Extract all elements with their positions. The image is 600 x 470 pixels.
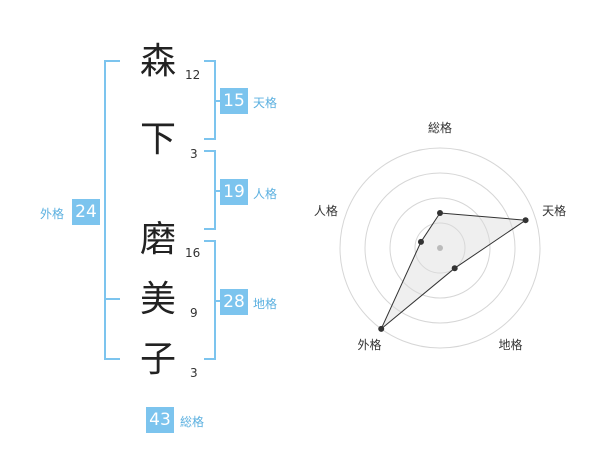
radar-points [378,210,529,332]
radar-ring [364,172,516,324]
stroke-count-3: 16 [185,246,201,260]
radar-ring [414,222,466,274]
radar-polygon [380,212,528,330]
radar-axis-label: 外格 [357,337,381,352]
chikaku-bracket [204,240,216,360]
radar-center-dot [437,245,443,251]
jinkaku-tick [216,190,222,192]
gaikaku-bracket-top [104,60,120,300]
radar-point-1 [437,210,443,216]
radar-point-2 [522,217,529,224]
stroke-count-2: 3 [190,147,198,161]
radar-point-3 [451,265,458,272]
gaikaku-label: 外格 [40,207,65,221]
tenkaku-tick [216,100,222,102]
name-char-2: 下 [139,119,176,160]
gaikaku-bracket-bottom [104,298,120,360]
radar-axis-label: 地格 [499,337,523,352]
stroke-count-4: 9 [190,306,198,320]
gaikaku-value-badge: 24 [72,199,100,225]
name-char-5: 子 [139,339,176,380]
name-char-4: 美 [139,279,176,320]
stroke-count-5: 3 [190,366,198,380]
radar-axis-label: 人格 [314,203,338,218]
radar-ring [389,197,491,299]
tenkaku-value-badge: 15 [220,88,248,114]
chikaku-label: 地格 [253,297,278,311]
tenkaku-bracket [204,60,216,140]
name-char-3: 磨 [139,219,176,260]
radar-point-4 [378,325,385,332]
soukaku-label: 総格 [180,415,205,429]
jinkaku-value-badge: 19 [220,179,248,205]
jinkaku-label: 人格 [253,187,278,201]
radar-point-5 [417,238,424,245]
name-char-1: 森 [139,41,176,82]
jinkaku-bracket [204,150,216,230]
chikaku-tick [216,300,222,302]
radar-axis-label: 天格 [542,203,566,218]
radar-ring [339,147,541,349]
chikaku-value-badge: 28 [220,289,248,315]
soukaku-value-badge: 43 [146,407,174,433]
radar-axis-label: 総格 [428,120,452,135]
stroke-count-1: 12 [185,68,201,82]
radar-rings [339,147,541,349]
tenkaku-label: 天格 [253,96,278,110]
